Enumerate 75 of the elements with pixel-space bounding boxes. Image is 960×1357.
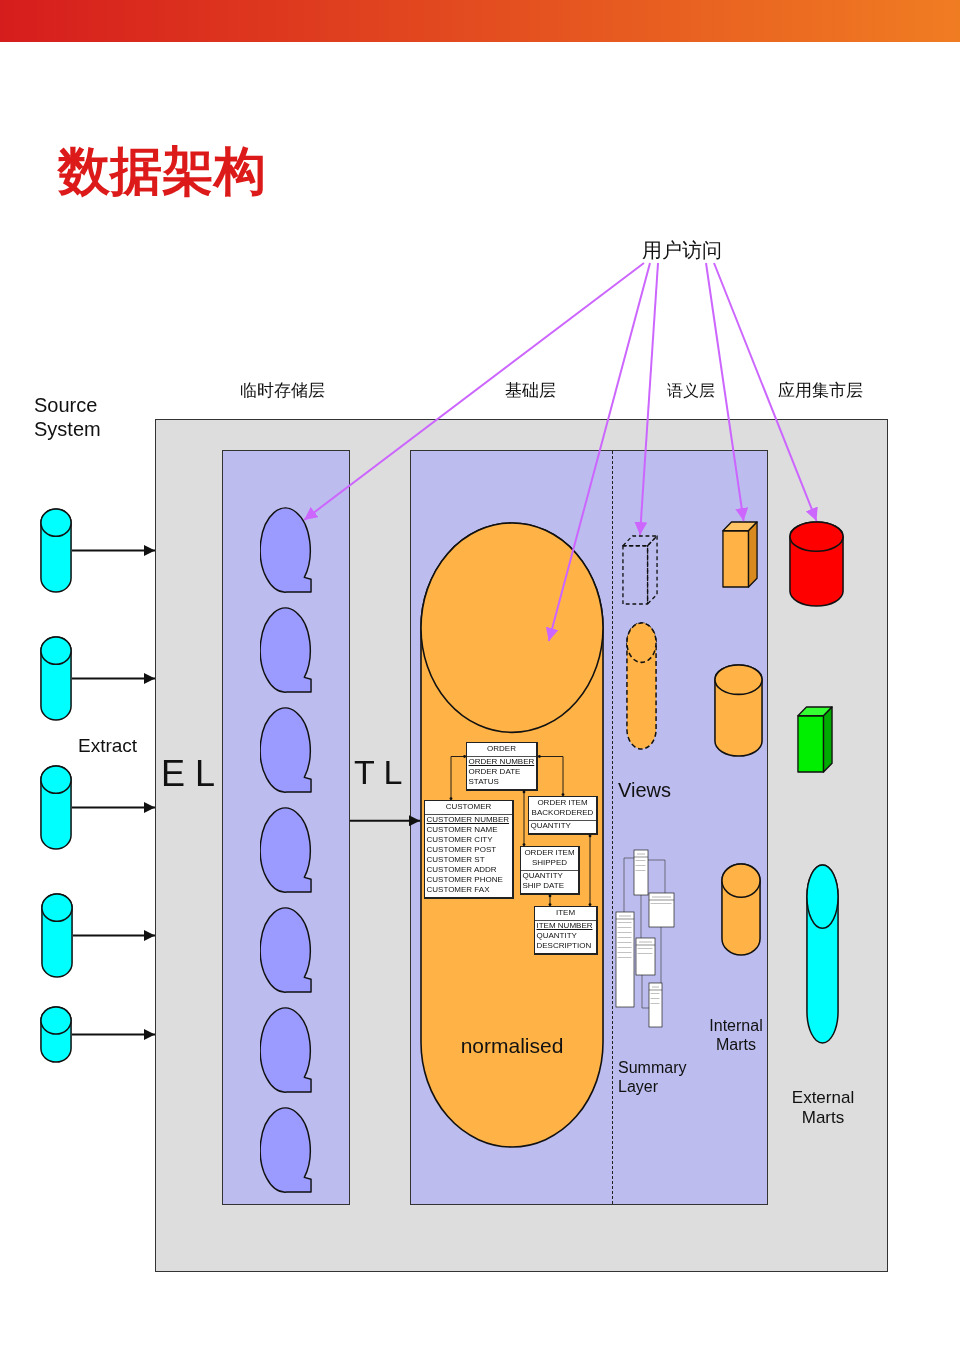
entity-attribute: CUSTOMER CITY [426,834,493,845]
entity-attribute: DESCRIPTION [536,940,592,951]
entity-attribute: SHIP DATE [522,880,564,891]
cube-shape [722,521,758,588]
database-cylinder [714,664,763,757]
layer-heading: 语义层 [667,381,715,401]
layer-heading: 临时存储层 [240,380,325,401]
etl-letters: T L [354,752,403,793]
etl-letters: E L [161,752,216,796]
entity-attribute: CUSTOMER NAME [426,824,498,835]
arrow [349,815,421,827]
entity-attribute: CUSTOMER FAX [426,884,490,895]
entity-name: ORDER ITEM BACKORDERED [530,797,595,819]
relationship-line [548,894,552,907]
entity-table [466,742,538,791]
arrow [71,673,156,684]
relationship-line [449,755,467,801]
arrow [71,545,156,556]
entity-table [534,906,598,955]
architecture-panel [155,419,888,1272]
arrow [634,262,659,536]
source-label: Source System [34,393,100,441]
arrow [705,262,749,522]
database-cylinder [40,508,72,593]
entity-attribute: STATUS [468,776,499,787]
entity-name: ORDER [487,743,516,755]
entity-attribute: ORDER DATE [468,766,521,777]
entity-name: ITEM [555,907,576,919]
arrow [713,262,818,522]
entity-attribute: QUANTITY [530,820,571,831]
entity-table [520,846,580,895]
entity-name: ORDER ITEM SHIPPED [523,847,576,869]
group-caption: Summary Layer [618,1058,688,1097]
arrow [72,930,156,941]
process-label: Extract [78,735,138,758]
database-cylinder [806,864,839,1044]
group-caption: Internal Marts [708,1016,764,1055]
database-cylinder [40,1006,72,1063]
database-cylinder [40,765,72,850]
database-cylinder [41,893,73,978]
cube-shape [797,706,833,773]
database-cylinder [40,636,72,721]
relationship-line [522,790,526,847]
group-caption: External Marts [790,1088,856,1129]
entity-attribute: QUANTITY [536,930,577,941]
cube-shape [622,535,658,605]
layer-heading: 基础层 [505,380,556,401]
entity-table [424,800,514,899]
entity-attribute: ITEM NUMBER [536,920,593,931]
database-cylinder [721,863,761,956]
entity-attribute: ORDER NUMBER [468,756,535,767]
arrow [545,262,651,642]
database-cylinder [789,521,844,607]
layer-heading: 应用集市层 [778,380,863,401]
user-access-label: 用户访问 [642,237,722,263]
entity-attribute: CUSTOMER POST [426,844,497,855]
database-cylinder [626,622,657,750]
group-caption: Views [618,778,671,802]
storage-label: normalised [460,1034,564,1058]
entity-name: CUSTOMER [445,801,492,813]
entity-attribute: CUSTOMER ST [426,854,485,865]
layer-panel [410,450,768,1205]
entity-attribute: CUSTOMER PHONE [426,874,503,885]
arrow [71,1029,156,1040]
staging-panel [222,450,350,1205]
entity-attribute: QUANTITY [522,870,563,881]
arrow [71,802,156,813]
relationship-line [537,755,565,797]
arrow [303,262,645,521]
entity-table [528,796,598,835]
entity-attribute: CUSTOMER ADDR [426,864,497,875]
page-title: 数据架构 [58,140,266,203]
relationship-line [588,834,592,907]
entity-attribute: CUSTOMER NUMBER [426,814,510,825]
database-cylinder [420,522,604,1148]
